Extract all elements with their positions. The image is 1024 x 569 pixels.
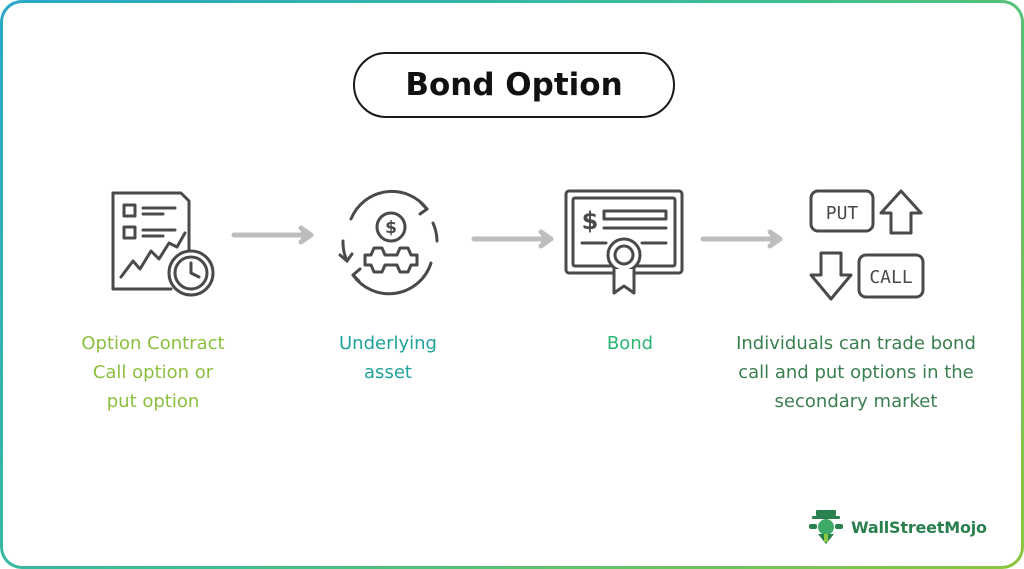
step-1-line-1: Option Contract	[81, 333, 225, 354]
mojo-mascot-icon	[807, 508, 845, 546]
step-3-line-1: Bond	[606, 333, 654, 354]
diagram-title: Bond Option	[353, 52, 675, 118]
call-label: CALL	[869, 267, 913, 288]
svg-text:$: $	[582, 207, 599, 235]
step-4-line-1: Individuals can trade bond	[736, 333, 976, 354]
svg-text:$: $	[385, 218, 397, 238]
flow-arrow-2	[471, 229, 561, 249]
step-2-line-2: asset	[364, 362, 412, 383]
step-4-label: Individuals can trade bond call and put …	[715, 329, 997, 416]
step-2-line-1: Underlying	[339, 333, 437, 354]
bond-certificate-icon: $	[560, 183, 690, 303]
put-label: PUT	[826, 203, 859, 224]
brand-name: WallStreetMojo	[851, 517, 987, 537]
step-1-line-3: put option	[106, 391, 200, 412]
put-call-arrows-icon: PUT CALL	[803, 183, 933, 303]
step-1-line-2: Call option or	[92, 362, 214, 383]
step-4-line-2: call and put options in the	[738, 362, 974, 383]
flow-arrow-1	[231, 225, 321, 245]
step-3-label: Bond	[563, 329, 697, 358]
flow-arrow-3	[700, 229, 790, 249]
diagram-canvas: Bond Option	[3, 3, 1021, 566]
step-2-label: Underlying asset	[303, 329, 473, 387]
step-1-label: Option Contract Call option or put optio…	[43, 329, 263, 416]
dollar-gear-cycle-icon: $	[323, 183, 453, 303]
step-4-line-3: secondary market	[774, 391, 938, 412]
contract-chart-clock-icon	[93, 181, 223, 301]
brand-logo: WallStreetMojo	[807, 508, 987, 546]
